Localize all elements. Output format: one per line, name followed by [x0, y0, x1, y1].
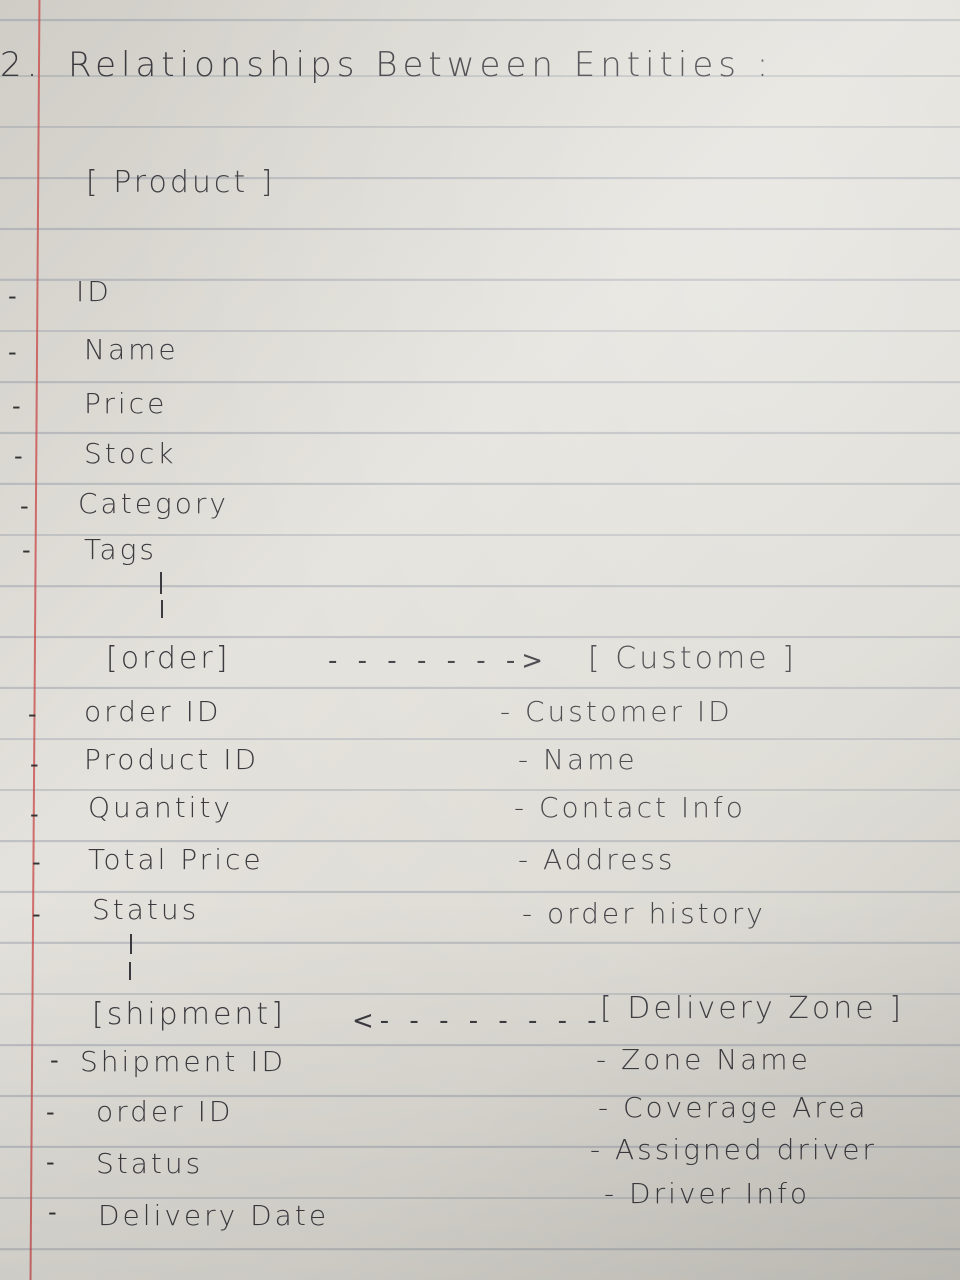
order-field: Product ID: [84, 743, 260, 776]
delivery-zone-heading: [ Delivery Zone ]: [600, 991, 904, 1026]
bullet-mark: -: [28, 700, 37, 728]
shipment-field: Delivery Date: [98, 1199, 330, 1232]
shipment-field: Shipment ID: [80, 1045, 287, 1078]
customer-field: - Address: [518, 843, 676, 876]
shipment-heading: [shipment]: [92, 997, 286, 1032]
bullet-mark: -: [22, 536, 31, 564]
bullet-mark: -: [8, 282, 17, 310]
order-heading: [order]: [106, 641, 231, 676]
customer-field: - order history: [522, 897, 766, 930]
product-field: Stock: [84, 437, 177, 470]
bullet-mark: -: [8, 338, 17, 366]
customer-field: - Contact Info: [514, 791, 746, 824]
page-title: Relationships Between Entities :: [68, 45, 774, 85]
bullet-mark: -: [46, 1148, 55, 1176]
bullet-mark: -: [32, 900, 41, 928]
connector-line: [129, 962, 131, 980]
delivery-zone-field: - Zone Name: [596, 1043, 811, 1076]
shipment-field: order ID: [96, 1095, 234, 1128]
customer-heading: [ Custome ]: [588, 641, 797, 676]
bullet-mark: -: [14, 442, 23, 470]
bullet-mark: -: [32, 848, 41, 876]
product-field: Name: [84, 333, 179, 366]
zone-shipment-arrow: <- - - - - - - -: [352, 1006, 603, 1036]
connector-line: [161, 600, 163, 618]
product-field: Tags: [84, 533, 158, 566]
customer-field: - Customer ID: [500, 695, 733, 728]
order-field: Quantity: [88, 791, 233, 824]
order-field: Total Price: [88, 843, 264, 876]
bullet-mark: -: [46, 1098, 55, 1126]
order-field: order ID: [84, 695, 222, 728]
delivery-zone-field: - Coverage Area: [598, 1091, 869, 1124]
bullet-mark: -: [30, 800, 39, 828]
customer-field: - Name: [518, 743, 638, 776]
order-field: Status: [92, 893, 200, 926]
section-number: 2.: [0, 45, 43, 85]
order-customer-arrow: - - - - - - ->: [328, 646, 550, 676]
shipment-field: Status: [96, 1147, 204, 1180]
bullet-mark: -: [12, 392, 21, 420]
connector-line: [130, 934, 132, 954]
product-heading: [ Product ]: [86, 165, 276, 200]
product-field: ID: [76, 275, 112, 308]
delivery-zone-field: - Assigned driver: [590, 1133, 877, 1166]
bullet-mark: -: [50, 1046, 59, 1074]
product-field: Category: [78, 487, 229, 520]
bullet-mark: -: [48, 1198, 57, 1226]
product-field: Price: [84, 387, 168, 420]
bullet-mark: -: [30, 750, 39, 778]
connector-line: [160, 572, 162, 594]
bullet-mark: -: [20, 492, 29, 520]
delivery-zone-field: - Driver Info: [604, 1177, 811, 1210]
